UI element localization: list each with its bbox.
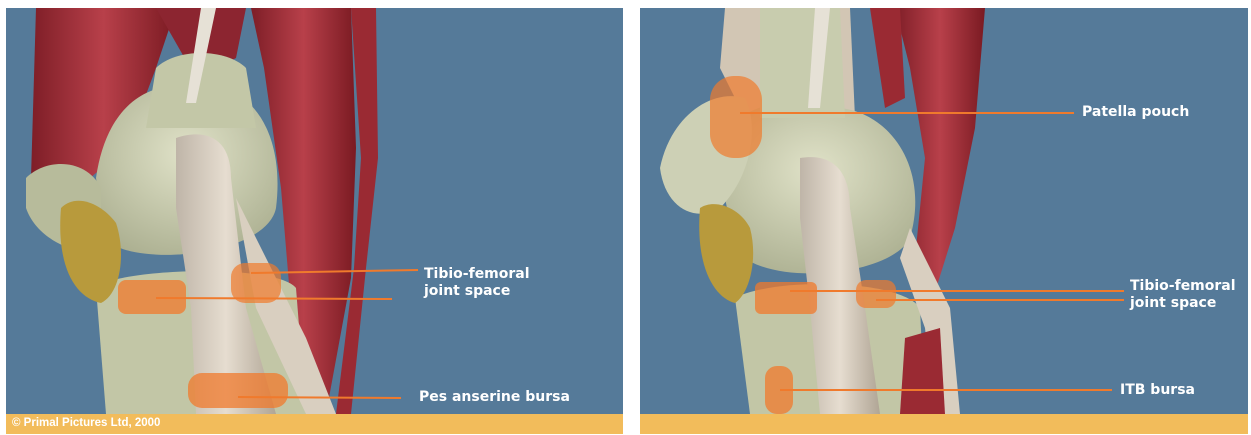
label-pes-anserine: Pes anserine bursa <box>419 389 570 406</box>
tibio-femoral-highlight-b <box>231 263 281 303</box>
tibio-femoral-highlight-a <box>755 282 817 314</box>
left-knee-panel: Tibio-femoral joint space Pes anserine b… <box>6 8 623 414</box>
leader-line <box>156 298 392 299</box>
right-knee-panel: Patella pouch Tibio-femoral joint space … <box>640 8 1248 414</box>
tibio-femoral-highlight-b <box>856 280 896 308</box>
label-itb-bursa: ITB bursa <box>1120 382 1195 399</box>
left-knee-illustration <box>6 8 623 414</box>
label-patella-pouch: Patella pouch <box>1082 104 1189 121</box>
label-line: Tibio-femoral <box>424 266 530 283</box>
right-knee-illustration <box>640 8 1248 414</box>
footer-bar-right <box>640 414 1248 434</box>
label-tibio-femoral: Tibio-femoral joint space <box>1130 278 1236 312</box>
footer-bar-left: © Primal Pictures Ltd, 2000 <box>6 414 623 434</box>
label-line: joint space <box>424 283 530 300</box>
label-line: Tibio-femoral <box>1130 278 1236 295</box>
label-tibio-femoral: Tibio-femoral joint space <box>424 266 530 300</box>
leader-line <box>238 397 401 398</box>
label-line: joint space <box>1130 295 1236 312</box>
femur-shaft <box>760 8 845 118</box>
lower-muscle <box>900 328 945 414</box>
copyright-text: © Primal Pictures Ltd, 2000 <box>12 417 160 429</box>
tibio-femoral-highlight-a <box>118 280 186 314</box>
patella-pouch-highlight <box>710 76 762 158</box>
pes-anserine-highlight <box>188 373 288 408</box>
